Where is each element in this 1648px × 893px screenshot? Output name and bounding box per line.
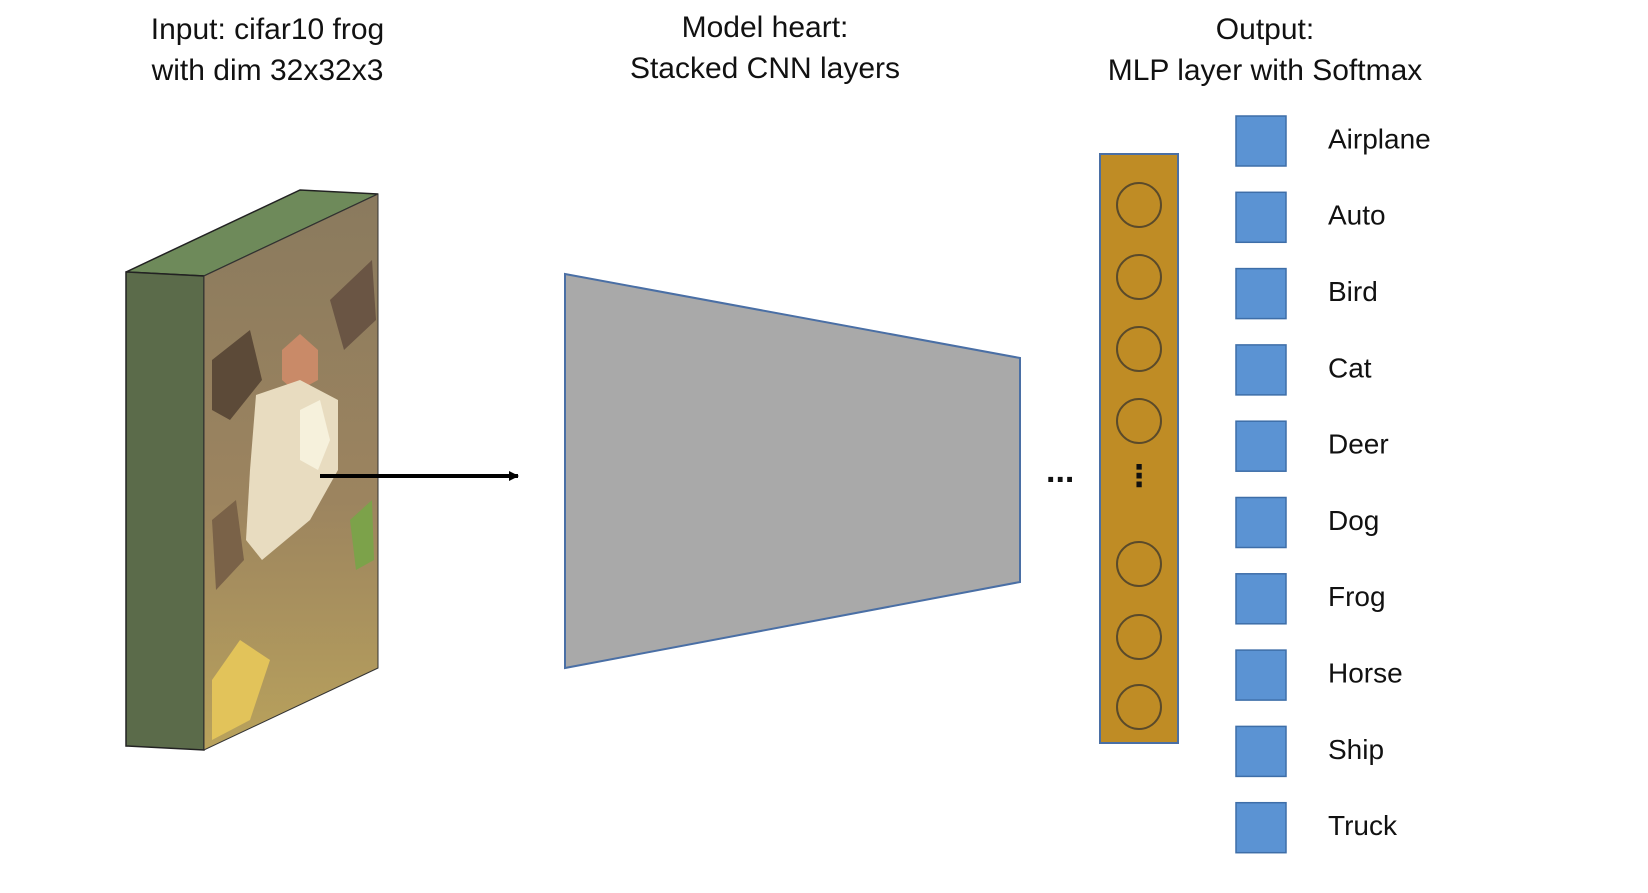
mlp-neuron <box>1116 541 1162 587</box>
softmax-output-box <box>1235 573 1287 625</box>
softmax-output-box <box>1235 649 1287 701</box>
softmax-output-box <box>1235 801 1287 854</box>
softmax-output-label: Truck <box>1328 810 1398 841</box>
mlp-layer-bar <box>1099 153 1179 744</box>
input-heading: Input: cifar10 frog with dim 32x32x3 <box>95 9 440 91</box>
softmax-output-label: Frog <box>1328 581 1386 612</box>
softmax-output-list: AirplaneAutoBirdCatDeerDogFrogHorseShipT… <box>1235 115 1431 854</box>
softmax-output-item: Horse <box>1235 649 1403 701</box>
softmax-output-label: Ship <box>1328 734 1384 765</box>
mlp-neuron <box>1116 254 1162 300</box>
softmax-output-box <box>1235 344 1287 396</box>
output-heading: Output: MLP layer with Softmax <box>1050 9 1480 91</box>
softmax-output-item: Deer <box>1235 420 1389 472</box>
softmax-output-box <box>1235 115 1287 167</box>
mlp-neuron <box>1116 326 1162 372</box>
softmax-output-item: Auto <box>1235 191 1386 244</box>
frog-image <box>203 193 379 751</box>
softmax-output-label: Auto <box>1328 200 1386 231</box>
softmax-output-box <box>1235 267 1287 320</box>
softmax-output-item: Airplane <box>1235 115 1431 167</box>
softmax-output-item: Truck <box>1235 801 1398 854</box>
input-block-side-face <box>125 271 205 751</box>
softmax-output-label: Dog <box>1328 505 1379 536</box>
input-image-block <box>125 189 379 751</box>
softmax-output-item: Ship <box>1235 725 1384 778</box>
softmax-output-item: Frog <box>1235 573 1386 625</box>
softmax-output-item: Dog <box>1235 496 1379 549</box>
output-heading-line-2: MLP layer with Softmax <box>1107 54 1423 87</box>
softmax-output-box <box>1235 420 1287 472</box>
mlp-neuron <box>1116 398 1162 444</box>
softmax-output-box <box>1235 191 1287 244</box>
softmax-output-label: Deer <box>1328 429 1389 460</box>
mlp-neuron <box>1116 182 1162 228</box>
mlp-vertical-ellipsis: ⋮ <box>1124 460 1154 493</box>
model-heading-line-2: Stacked CNN layers <box>629 52 901 85</box>
softmax-output-label: Cat <box>1328 352 1372 383</box>
output-heading-line-1: Output: <box>1215 13 1315 46</box>
model-heading: Model heart: Stacked CNN layers <box>600 7 930 89</box>
mlp-layer: ⋮ <box>1099 153 1179 744</box>
ellipsis-text: ... <box>1046 452 1074 490</box>
softmax-output-item: Cat <box>1235 344 1372 396</box>
softmax-output-label: Bird <box>1328 276 1378 307</box>
cnn-layers-trapezoid <box>564 272 1021 670</box>
softmax-output-box <box>1235 496 1287 549</box>
model-heading-line-1: Model heart: <box>681 11 849 44</box>
input-heading-line-2: with dim 32x32x3 <box>151 54 384 87</box>
mlp-neuron <box>1116 614 1162 660</box>
softmax-output-label: Horse <box>1328 657 1403 688</box>
mlp-neuron <box>1116 684 1162 730</box>
softmax-output-label: Airplane <box>1328 123 1431 154</box>
input-heading-line-1: Input: cifar10 frog <box>150 13 385 46</box>
softmax-output-item: Bird <box>1235 267 1378 320</box>
softmax-output-box <box>1235 725 1287 778</box>
